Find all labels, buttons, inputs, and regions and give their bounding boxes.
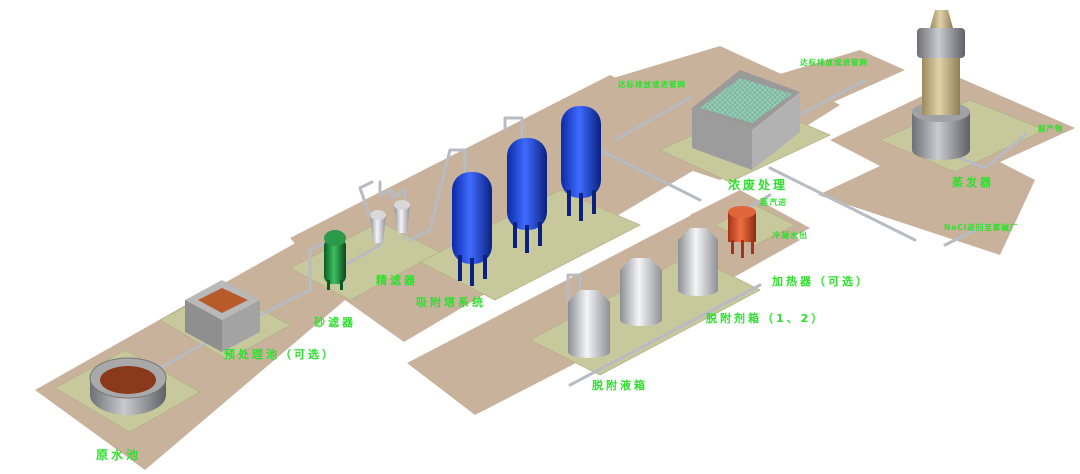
concentrate-treatment-tank <box>692 70 800 170</box>
pipe-byproduct <box>958 133 1027 170</box>
adsorption-tower-2 <box>507 138 547 253</box>
desorbent-tank-2 <box>620 258 662 326</box>
adsorption-tower-3 <box>561 106 601 221</box>
label-adsorption-system: 吸附塔系统 <box>416 295 486 309</box>
label-pretreat-pool: 预处理池（可选） <box>224 347 336 361</box>
label-discharge-2: 达标排放或进管网 <box>800 57 868 67</box>
label-desorption-liquid-tank: 脱附液箱 <box>592 378 648 392</box>
pipe-discharge-2 <box>798 78 867 117</box>
evaporator <box>912 10 970 160</box>
label-evaporator: 蒸发器 <box>952 175 994 189</box>
fine-filters <box>370 200 410 243</box>
pipe-nacl <box>943 223 987 247</box>
pipe-adsorb-to-concentrate <box>598 148 702 202</box>
label-raw-pool: 原水池 <box>96 447 141 462</box>
pipe-concentrate-to-evap <box>768 166 917 242</box>
desorbent-tanks <box>620 228 718 326</box>
label-fine-filter: 精滤器 <box>376 273 418 287</box>
pipe-sand-to-fine <box>343 180 382 267</box>
label-discharge-1: 达标排放或进管网 <box>618 79 686 89</box>
pipe-adsorb-tops <box>503 116 524 140</box>
label-nacl-return: NaCl返回至氯碱厂 <box>944 222 1018 232</box>
label-steam-in: 蒸汽进 <box>760 197 787 207</box>
pipes <box>158 78 1027 387</box>
raw-water-pool <box>89 357 167 415</box>
label-condensate-out: 冷凝水出 <box>772 230 808 240</box>
adsorption-tower-1 <box>452 172 492 286</box>
label-byproduct: 副产物 <box>1038 123 1064 133</box>
label-concentrate-treatment: 浓废处理 <box>728 177 788 192</box>
label-sand-filter: 砂滤器 <box>314 315 356 329</box>
pipe-chem-risers <box>566 273 582 302</box>
desorbent-tank-1 <box>678 228 718 296</box>
label-desorbent-tanks: 脱附剂箱（1、2） <box>706 311 825 325</box>
heater <box>728 206 756 258</box>
pipe-pretreat-to-sand <box>253 236 337 320</box>
pipe-fine-links <box>378 180 407 240</box>
labels: 原水池 预处理池（可选） 砂滤器 精滤器 吸附塔系统 脱附剂箱（1、2） 脱附液… <box>96 57 1064 462</box>
pipe-discharge-1 <box>613 96 692 142</box>
pipe-fine-to-adsorb <box>408 148 467 242</box>
pipe-chem-main <box>568 283 762 387</box>
desorption-liquid-tank <box>568 290 610 358</box>
pretreatment-pool <box>185 280 260 352</box>
adsorption-towers <box>452 106 601 286</box>
sand-filter <box>324 230 346 290</box>
label-heater: 加热器（可选） <box>771 274 870 288</box>
